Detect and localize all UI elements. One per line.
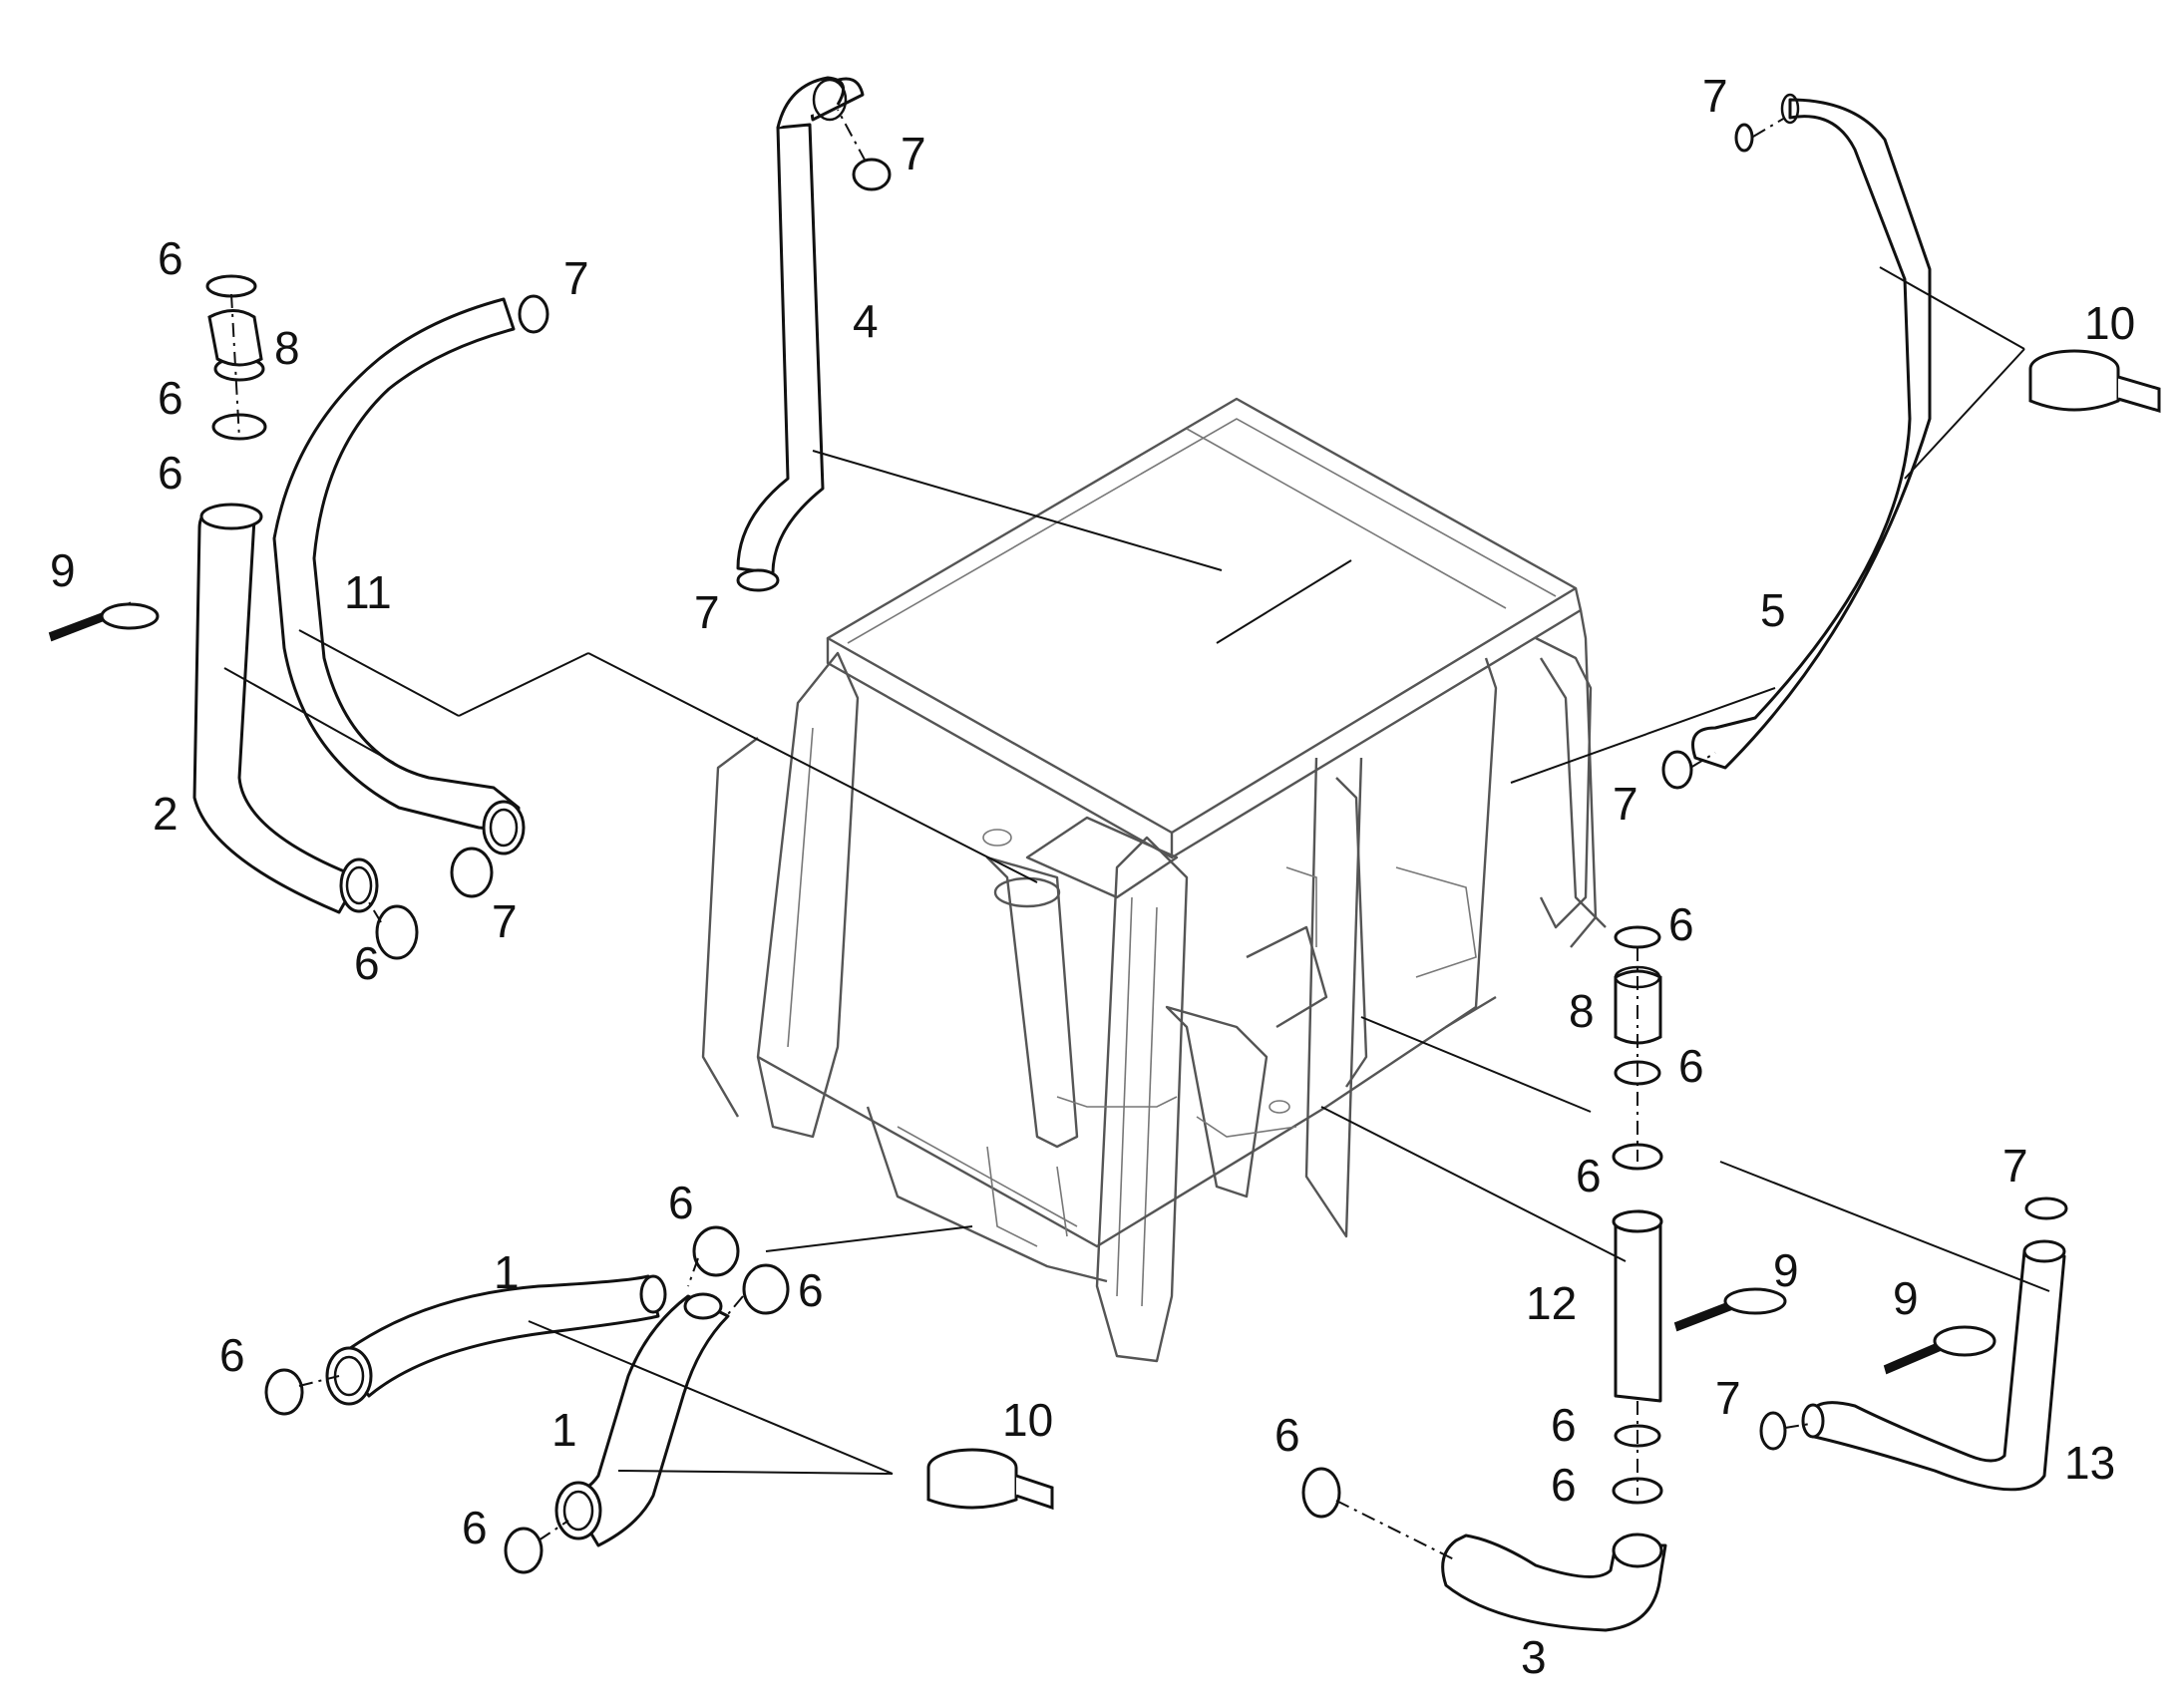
callout-6: 6 [462, 1502, 488, 1553]
callout-13: 13 [2064, 1437, 2115, 1489]
callout-6: 6 [219, 1329, 245, 1381]
callout-10: 10 [2084, 297, 2135, 349]
callout-9: 9 [1773, 1244, 1799, 1296]
hose-11[interactable] [272, 297, 526, 855]
callout-11: 11 [344, 566, 392, 618]
cab-frame [701, 397, 1607, 1363]
callout-7: 7 [492, 895, 518, 947]
callout-6: 6 [158, 372, 183, 424]
callout-6: 6 [798, 1264, 824, 1316]
callout-8: 8 [274, 322, 300, 374]
hose-1-lower[interactable] [554, 1292, 730, 1547]
callout-12: 12 [1526, 1277, 1577, 1329]
callout-6: 6 [668, 1177, 694, 1228]
hose-1-upper[interactable] [325, 1274, 667, 1406]
callout-3: 3 [1521, 1631, 1547, 1683]
callout-7: 7 [1702, 70, 1728, 122]
callout-7: 7 [1715, 1372, 1741, 1424]
hose-3[interactable] [1441, 1533, 1667, 1632]
callout-10: 10 [1002, 1394, 1053, 1446]
callout-8: 8 [1569, 985, 1595, 1037]
callout-labels: 1 1 2 3 4 5 6 6 6 6 6 6 6 6 6 6 6 6 6 6 … [50, 70, 2135, 1683]
hose-13[interactable] [1801, 1239, 2066, 1492]
callout-9: 9 [1893, 1272, 1919, 1324]
callout-7: 7 [1613, 778, 1638, 830]
callout-5: 5 [1760, 584, 1786, 636]
callout-6: 6 [1668, 898, 1694, 950]
callout-6: 6 [1678, 1040, 1704, 1092]
callout-7: 7 [563, 252, 589, 304]
callout-7: 7 [2002, 1140, 2028, 1192]
callout-6: 6 [158, 232, 183, 284]
cable-ties-9 [48, 601, 1997, 1375]
callout-7: 7 [901, 128, 926, 179]
assembly-axes [230, 109, 1811, 1561]
callout-7: 7 [694, 586, 720, 638]
callout-6: 6 [1551, 1399, 1577, 1451]
callout-1: 1 [494, 1246, 520, 1298]
callout-6: 6 [158, 447, 183, 499]
hose-4[interactable] [736, 76, 865, 575]
callout-9: 9 [50, 544, 76, 596]
callout-6: 6 [1551, 1459, 1577, 1511]
callout-6: 6 [1274, 1409, 1300, 1461]
callout-4: 4 [853, 295, 879, 347]
leader-lines [223, 266, 2050, 1475]
callout-6: 6 [354, 937, 380, 989]
couplers-8 [207, 309, 1662, 1045]
hose-5[interactable] [1691, 93, 1932, 770]
callout-1: 1 [551, 1404, 577, 1456]
callout-2: 2 [153, 788, 179, 840]
hose-12[interactable] [1612, 1209, 1663, 1403]
hose-2[interactable] [192, 503, 379, 914]
callout-6: 6 [1576, 1150, 1602, 1201]
brackets-10 [926, 349, 2161, 1511]
